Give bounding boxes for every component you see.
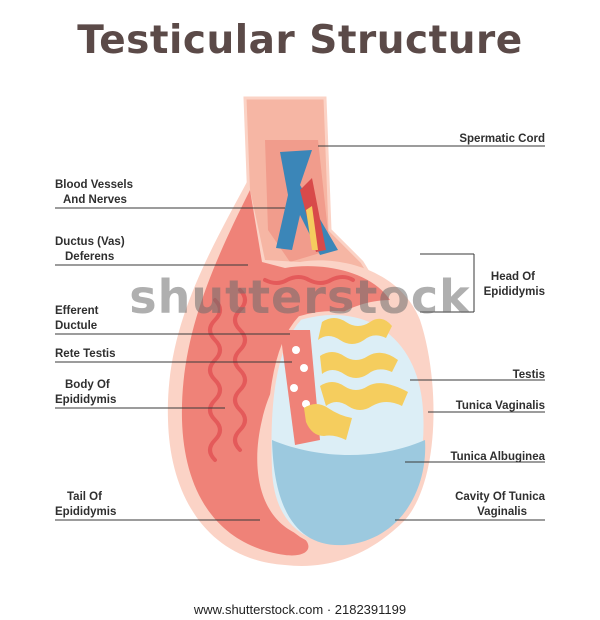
footer-source: www.shutterstock.com · 2182391199 bbox=[193, 602, 407, 617]
label-spermatic-cord: Spermatic Cord bbox=[459, 133, 545, 145]
label-rete-testis: Rete Testis bbox=[55, 348, 116, 360]
label-ductus-deferens: Ductus (Vas) Deferens bbox=[55, 236, 125, 263]
epididymis-tubules bbox=[208, 275, 355, 462]
label-tunica-vaginalis: Tunica Vaginalis bbox=[455, 400, 545, 412]
cavity-shape bbox=[272, 440, 426, 546]
label-testis: Testis bbox=[512, 369, 545, 381]
label-blood-vessels: Blood Vessels And Nerves bbox=[55, 179, 133, 206]
label-tunica-albuginea: Tunica Albuginea bbox=[450, 451, 545, 463]
lobule-4 bbox=[304, 404, 352, 440]
label-cavity-tunica: Cavity Of Tunica Vaginalis bbox=[455, 491, 545, 518]
lobule-2 bbox=[320, 352, 398, 378]
leader-lines bbox=[55, 145, 545, 521]
label-body-epididymis: Body Of Epididymis bbox=[55, 379, 117, 406]
page-title: Testicular Structure bbox=[77, 18, 523, 63]
label-efferent-ductule: Efferent Ductule bbox=[55, 305, 99, 332]
epididymis-shape bbox=[181, 190, 390, 556]
lobule-1 bbox=[318, 318, 392, 344]
label-head-epididymis: Head Of Epididymis bbox=[483, 271, 545, 298]
vessel-yellow bbox=[306, 206, 318, 250]
watermark: shutterstock bbox=[129, 270, 471, 324]
lobule-3 bbox=[320, 382, 408, 410]
label-tail-epididymis: Tail Of Epididymis bbox=[55, 491, 117, 518]
